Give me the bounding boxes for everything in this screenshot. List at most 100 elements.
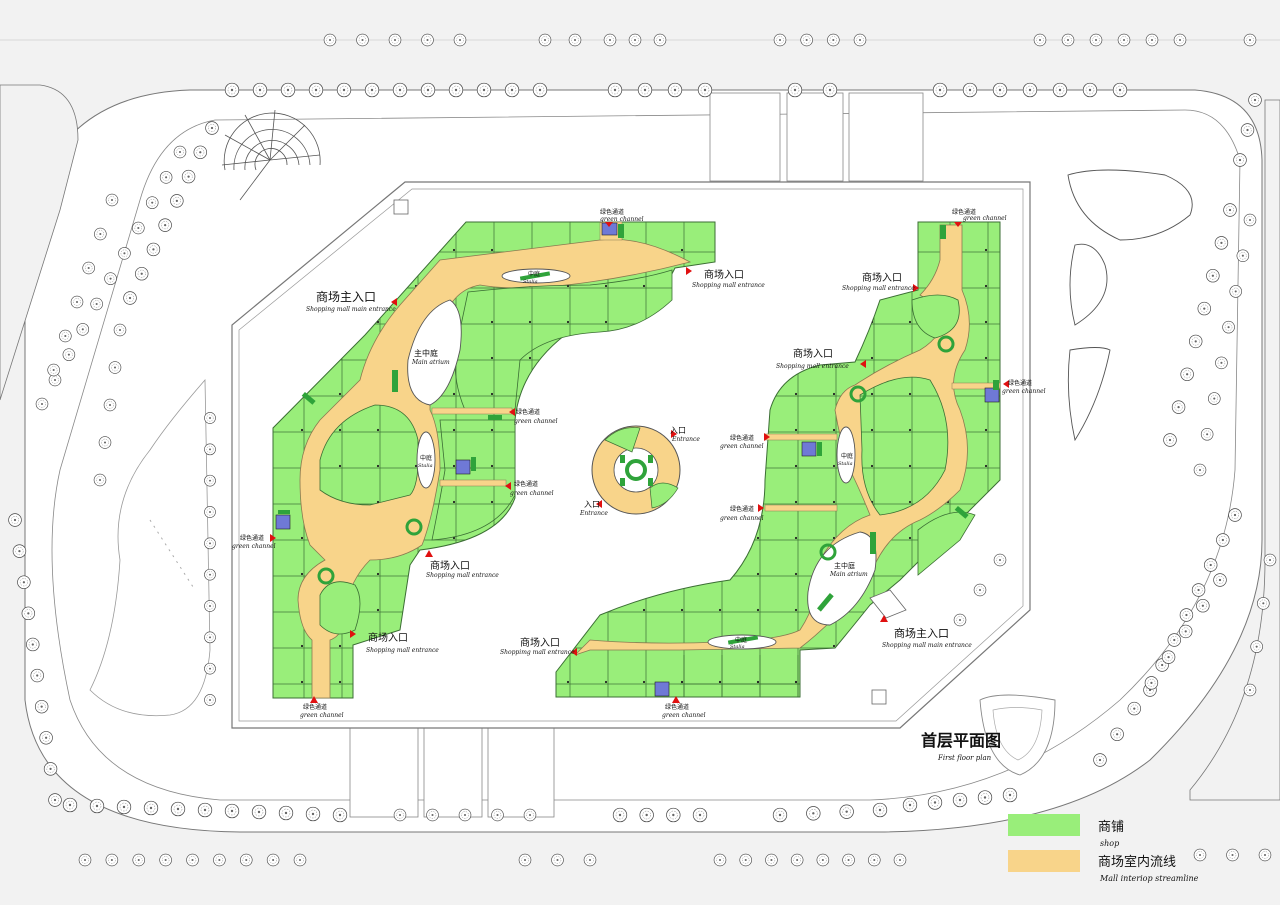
left-wing	[272, 199, 716, 699]
label-entrance-right-top-zh: 商场入口	[862, 271, 902, 284]
tree-icon	[47, 363, 60, 377]
tree-icon	[132, 853, 146, 867]
tree-icon	[393, 808, 407, 822]
tree-icon	[1161, 650, 1176, 664]
plan-title: 首层平面图 First floor plan	[921, 731, 1001, 762]
tree-icon	[392, 82, 408, 98]
tree-icon	[739, 853, 753, 867]
tree-icon	[204, 443, 216, 456]
label-main-entrance-right-en: Shopping mall main entrance	[882, 642, 972, 649]
label-main-entrance-left-zh: 商场主入口	[316, 289, 376, 304]
tree-icon	[34, 699, 49, 714]
tree-icon	[388, 33, 402, 47]
tree-icon	[105, 853, 119, 867]
tree-icon	[252, 82, 268, 98]
tree-icon	[26, 637, 40, 652]
label-main-atrium-left-zh: 主中庭	[414, 348, 438, 358]
tree-icon	[204, 474, 216, 487]
tree-icon	[1127, 701, 1142, 716]
label-green-channel-r2-en: green channel	[1002, 388, 1046, 395]
label-atrium-right-zh: 中庭	[841, 452, 853, 460]
tree-icon	[426, 808, 439, 822]
tree-icon	[1258, 848, 1272, 862]
label-main-atrium-left-en: Main atrium	[411, 359, 450, 366]
tree-icon	[1213, 573, 1227, 587]
tree-icon	[790, 853, 804, 867]
tree-icon	[1022, 82, 1038, 98]
label-green-channel-top-en: green channel	[600, 216, 644, 223]
tree-icon	[973, 583, 987, 597]
tree-icon	[1214, 236, 1229, 250]
label-green-channel-l2-en: green channel	[510, 490, 554, 497]
tree-icon	[193, 145, 208, 160]
tree-icon	[765, 853, 778, 867]
tree-icon	[1216, 533, 1230, 547]
label-green-channel-r1-zh: 绿色通道	[952, 208, 976, 216]
label-atrium-bottom-en: Stalia	[730, 644, 745, 650]
tree-icon	[772, 807, 788, 823]
tree-icon	[170, 194, 184, 208]
tree-icon	[568, 33, 582, 47]
tree-icon	[186, 853, 199, 867]
label-plaza-entrance-2-zh: 入口	[584, 500, 600, 509]
tree-icon	[607, 82, 623, 98]
tree-icon	[1250, 640, 1263, 653]
tree-icon	[421, 33, 434, 47]
tree-icon	[628, 33, 642, 47]
tree-icon	[1117, 33, 1131, 47]
tree-icon	[867, 853, 881, 867]
label-green-channel-r5-zh: 绿色通道	[665, 703, 689, 711]
tree-icon	[518, 853, 532, 867]
tree-icon	[293, 853, 307, 867]
tree-icon	[278, 805, 294, 821]
tree-icon	[1257, 597, 1270, 610]
tree-icon	[612, 807, 628, 823]
tree-icon	[692, 807, 708, 823]
label-green-channel-r4-en: green channel	[720, 515, 764, 522]
legend-swatch-shop	[1008, 814, 1080, 836]
tree-icon	[637, 82, 653, 98]
tree-icon	[239, 853, 253, 867]
tree-icon	[197, 802, 213, 818]
label-entrance-right-top-en: Shopping mall entrance	[842, 285, 915, 292]
tree-icon	[932, 82, 948, 98]
tree-icon	[8, 513, 22, 527]
tree-icon	[491, 808, 504, 822]
tree-icon	[653, 33, 667, 47]
tree-icon	[204, 631, 216, 644]
label-entrance-right-bottom-en: Shoppimg mall entrance	[500, 649, 575, 656]
tree-icon	[118, 247, 131, 260]
tree-icon	[1200, 427, 1214, 441]
label-green-channel-top-zh: 绿色通道	[600, 208, 624, 216]
tree-icon	[1196, 598, 1210, 613]
tree-icon	[993, 553, 1007, 567]
label-green-channel-r3-zh: 绿色通道	[730, 434, 754, 442]
entrance-markers	[270, 222, 1009, 703]
tree-icon	[62, 797, 78, 813]
tree-icon	[1089, 33, 1103, 47]
tree-icon	[666, 807, 681, 823]
tree-icon	[62, 348, 76, 361]
tree-icon	[158, 218, 172, 232]
tree-icon	[953, 613, 967, 627]
tree-icon	[977, 790, 993, 805]
tree-icon	[21, 606, 36, 621]
label-entrance-left-bottom-zh: 商场入口	[430, 559, 470, 572]
tree-icon	[323, 33, 337, 47]
tree-icon	[1243, 683, 1257, 697]
tree-icon	[251, 804, 267, 820]
tree-icon	[336, 82, 352, 98]
tree-icon	[305, 806, 321, 822]
tree-icon	[1207, 392, 1221, 405]
label-main-atrium-right-zh: 主中庭	[834, 561, 855, 570]
tree-icon	[453, 33, 467, 47]
tree-icon	[962, 82, 978, 98]
tree-icon	[902, 797, 918, 813]
label-atrium-left-en: Stalia	[418, 463, 433, 469]
label-green-channel-l3-zh: 绿色通道	[240, 534, 264, 542]
label-plaza-entrance-1-zh: 入口	[670, 426, 686, 435]
tree-icon	[773, 33, 787, 47]
tree-icon	[12, 544, 27, 558]
tree-icon	[98, 436, 112, 449]
tree-icon	[583, 853, 597, 867]
